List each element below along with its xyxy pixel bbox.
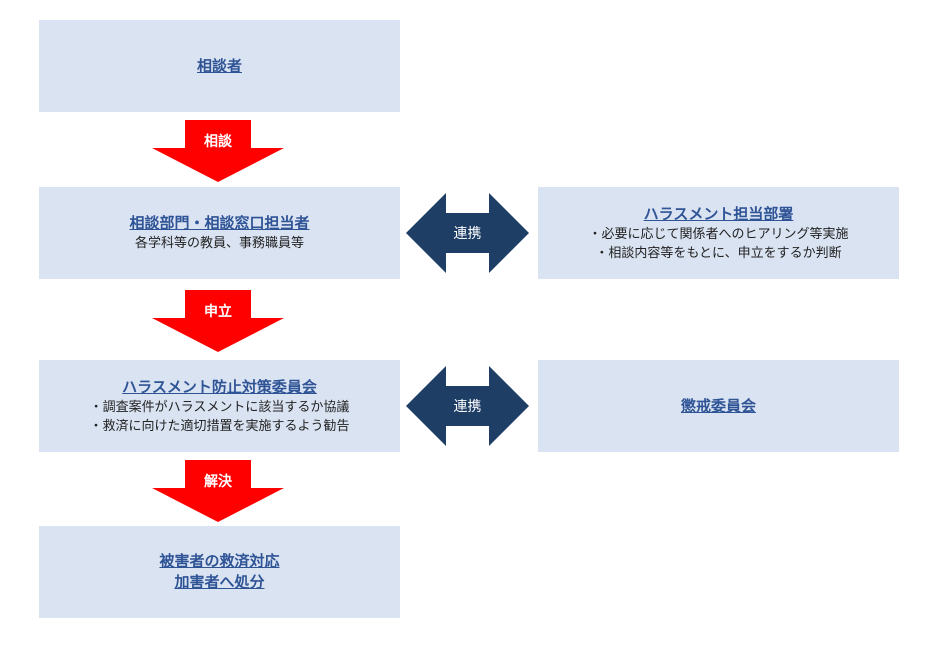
arrow-petition-label: 申立	[204, 304, 232, 320]
down-arrow-icon	[152, 290, 284, 352]
consult-dept-sub: 各学科等の教員、事務職員等	[134, 236, 304, 251]
harassment-dept-title: ハラスメント担当部署	[643, 204, 794, 223]
box-consulter: 相談者	[39, 20, 400, 112]
double-arrow-icon	[406, 366, 529, 446]
arrow-link-1-label: 連携	[453, 226, 482, 242]
arrow-link-2-label: 連携	[453, 399, 482, 415]
arrow-petition: 申立	[152, 290, 284, 352]
arrow-link-1: 連携	[406, 193, 529, 273]
box-consult-dept: 相談部門・相談窓口担当者 各学科等の教員、事務職員等	[39, 187, 400, 279]
arrow-consult-label: 相談	[204, 134, 232, 150]
arrow-resolve-label: 解決	[204, 474, 232, 490]
consulter-title: 相談者	[196, 56, 242, 75]
committee-item: ・救済に向けた適切措置を実施するよう勧告	[89, 418, 350, 434]
result-line: 被害者の救済対応	[159, 552, 280, 570]
harassment-dept-item: ・必要に応じて関係者へのヒアリング等実施	[588, 226, 849, 242]
box-committee: ハラスメント防止対策委員会 ・調査案件がハラスメントに該当するか協議 ・救済に向…	[39, 360, 400, 452]
harassment-dept-item: ・相談内容等をもとに、申立をするか判断	[595, 245, 842, 261]
arrow-resolve: 解決	[152, 460, 284, 522]
box-result: 被害者の救済対応 加害者へ処分	[39, 526, 400, 618]
committee-title: ハラスメント防止対策委員会	[122, 377, 317, 396]
disciplinary-title: 懲戒委員会	[680, 396, 756, 415]
arrow-consult: 相談	[152, 120, 284, 182]
arrow-link-2: 連携	[406, 366, 529, 446]
down-arrow-icon	[152, 120, 284, 182]
committee-item: ・調査案件がハラスメントに該当するか協議	[89, 399, 350, 415]
box-disciplinary: 懲戒委員会	[538, 360, 899, 452]
box-harassment-dept: ハラスメント担当部署 ・必要に応じて関係者へのヒアリング等実施 ・相談内容等をも…	[538, 187, 899, 279]
down-arrow-icon	[152, 460, 284, 522]
result-line: 加害者へ処分	[174, 573, 265, 591]
double-arrow-icon	[406, 193, 529, 273]
consult-dept-title: 相談部門・相談窓口担当者	[129, 214, 310, 232]
